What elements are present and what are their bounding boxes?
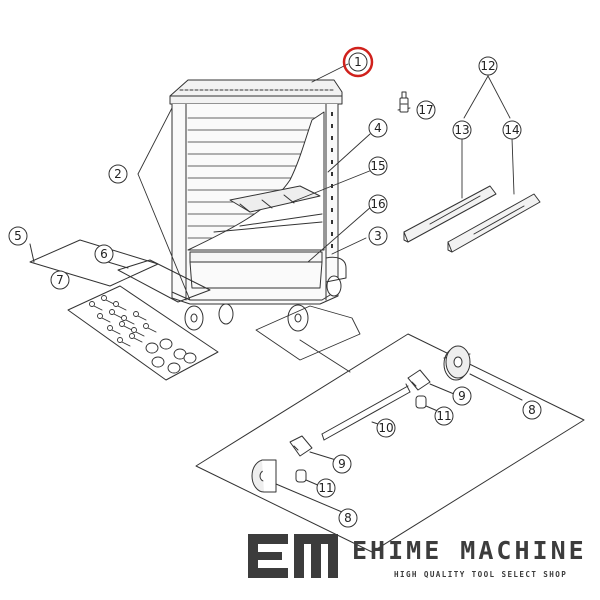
bracket-right	[407, 369, 431, 391]
callout-11: 11	[434, 406, 454, 426]
callout-circle	[502, 120, 522, 140]
callout-12: 12	[478, 56, 498, 76]
callout-number: 16	[370, 197, 385, 211]
callout-15: 15	[368, 156, 388, 176]
callout-circle	[522, 400, 542, 420]
callout-circle	[316, 478, 336, 498]
callout-circle	[332, 454, 352, 474]
callout-circle	[8, 226, 28, 246]
callout-circle	[452, 120, 472, 140]
callout-circle	[50, 270, 70, 290]
bolt-icons	[89, 295, 157, 347]
callout-number: 5	[14, 229, 22, 243]
wheel-left	[251, 459, 277, 493]
bracket-left	[289, 435, 313, 457]
brand-name: EHIME MACHINE	[352, 536, 587, 565]
nut-icons	[145, 338, 197, 374]
callout-number: 6	[100, 247, 108, 261]
callout-number: 7	[56, 273, 64, 287]
slide-rail-13	[403, 185, 497, 243]
callout-8: 8	[338, 508, 358, 528]
slide-rail-14	[447, 193, 541, 253]
callout-number: 3	[374, 229, 382, 243]
callout-number: 15	[370, 159, 385, 173]
callout-number: 11	[436, 409, 451, 423]
callout-3: 3	[368, 226, 388, 246]
callout-10: 10	[376, 418, 396, 438]
callout-number: 13	[454, 123, 469, 137]
hardware-kit-panel	[67, 285, 219, 381]
callout-13: 13	[452, 120, 472, 140]
axle-rod	[321, 383, 411, 441]
callout-5: 5	[8, 226, 28, 246]
callout-circle	[368, 194, 388, 214]
callout-number: 9	[338, 457, 346, 471]
callout-circle	[416, 100, 436, 120]
callout-16: 16	[368, 194, 388, 214]
callout-highlight-ring	[342, 46, 374, 78]
callout-7: 7	[50, 270, 70, 290]
callout-circle	[368, 226, 388, 246]
callout-6: 6	[94, 244, 114, 264]
callout-4: 4	[368, 118, 388, 138]
wheel-right	[443, 345, 471, 381]
callout-circle	[338, 508, 358, 528]
callout-circle	[94, 244, 114, 264]
callout-17: 17	[416, 100, 436, 120]
callout-number: 12	[480, 59, 495, 73]
callout-2: 2	[108, 164, 128, 184]
callout-11: 11	[316, 478, 336, 498]
callout-number: 9	[458, 389, 466, 403]
callout-1: 1	[342, 46, 374, 78]
callout-number: 17	[418, 103, 433, 117]
callout-9: 9	[332, 454, 352, 474]
lock-key-icon	[399, 91, 409, 113]
brand-tagline: HIGH QUALITY TOOL SELECT SHOP	[394, 570, 568, 579]
callout-number: 1	[354, 55, 362, 69]
callout-number: 8	[528, 403, 536, 417]
tool-cabinet	[169, 79, 347, 332]
callout-number: 10	[378, 421, 393, 435]
brand-block: EHIME MACHINE HIGH QUALITY TOOL SELECT S…	[248, 528, 588, 588]
callout-number: 11	[318, 481, 333, 495]
callout-circle	[368, 156, 388, 176]
bushing-left	[295, 469, 307, 483]
callout-circle	[108, 164, 128, 184]
callout-circle	[478, 56, 498, 76]
callout-circle	[434, 406, 454, 426]
callout-number: 14	[504, 123, 519, 137]
callout-number: 4	[374, 121, 382, 135]
callout-circle	[348, 52, 368, 72]
callout-9: 9	[452, 386, 472, 406]
callout-circle	[368, 118, 388, 138]
callout-number: 2	[114, 167, 122, 181]
axle-kit-panel	[195, 333, 585, 553]
callout-8: 8	[522, 400, 542, 420]
ehime-machine-logo	[248, 534, 338, 578]
callout-number: 8	[344, 511, 352, 525]
bushing-right	[415, 395, 427, 409]
callout-circle	[376, 418, 396, 438]
callout-14: 14	[502, 120, 522, 140]
callout-circle	[452, 386, 472, 406]
